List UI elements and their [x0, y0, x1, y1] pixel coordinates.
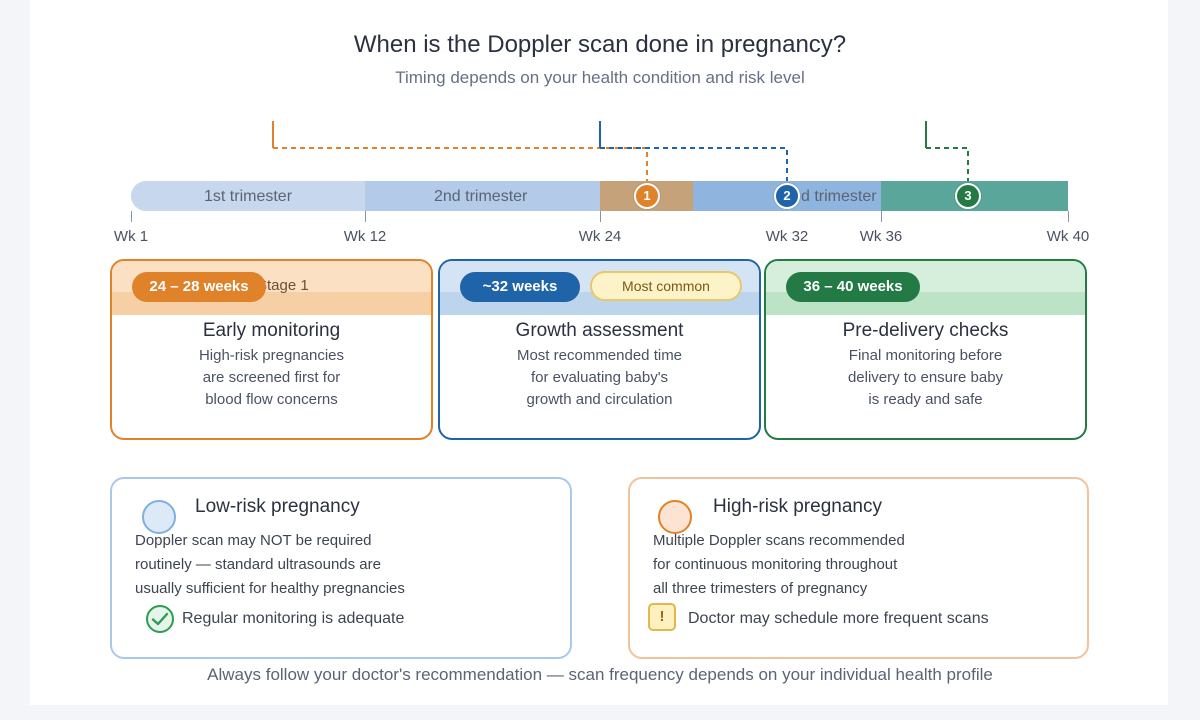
most-common-badge: Most common	[590, 271, 742, 301]
connector-lines	[272, 121, 969, 182]
label-trimester-3: d trimester	[801, 188, 877, 205]
risk-desc: Doppler scan may NOT be required routine…	[135, 532, 405, 597]
stage-title: Pre-delivery checks	[842, 320, 1009, 341]
bar-trimester-2	[365, 181, 600, 211]
tick-label-wk1: Wk 1	[113, 228, 149, 245]
tick-label-wk24: Wk 24	[578, 228, 622, 245]
stage-card-predelivery: 36 – 40 weeks Pre-delivery checks Final …	[764, 259, 1087, 440]
marker-1: 1	[634, 183, 660, 209]
stage-pill: 24 – 28 weeks	[132, 272, 266, 302]
tick-wk36	[881, 211, 882, 222]
bar-trimester-1	[131, 181, 365, 211]
tick-label-wk36: Wk 36	[859, 228, 903, 245]
alert-circle-icon	[658, 500, 692, 534]
risk-desc: Multiple Doppler scans recommended for c…	[653, 532, 905, 597]
tick-label-wk32: Wk 32	[765, 228, 809, 245]
stage-pill: 36 – 40 weeks	[786, 272, 920, 302]
stage-title: Growth assessment	[515, 320, 684, 341]
marker-2: 2	[774, 183, 800, 209]
warning-icon: !	[648, 603, 676, 631]
page-title: When is the Doppler scan done in pregnan…	[353, 31, 847, 58]
tick-label-wk40: Wk 40	[1046, 228, 1090, 245]
risk-title: High-risk pregnancy	[713, 496, 882, 517]
marker-3: 3	[955, 183, 981, 209]
stage-title: Early monitoring	[202, 320, 341, 341]
check-icon	[146, 605, 174, 633]
label-trimester-2: 2nd trimester	[434, 188, 528, 205]
risk-card-low: Low-risk pregnancy Doppler scan may NOT …	[110, 477, 572, 659]
page-subtitle: Timing depends on your health condition …	[395, 68, 805, 87]
stage-card-early: Stage 1 24 – 28 weeks Early monitoring H…	[110, 259, 433, 440]
info-icon	[142, 500, 176, 534]
label-trimester-1: 1st trimester	[204, 188, 293, 205]
tick-wk1	[131, 211, 132, 222]
footer-note: Always follow your doctor's recommendati…	[207, 665, 993, 684]
risk-card-high: High-risk pregnancy Multiple Doppler sca…	[628, 477, 1089, 659]
connector-stage3	[925, 121, 969, 182]
stage-desc: Most recommended time for evaluating bab…	[516, 347, 683, 408]
stage-desc: Final monitoring before delivery to ensu…	[847, 347, 1004, 408]
risk-note: Regular monitoring is adequate	[182, 610, 405, 627]
connector-stage2	[599, 121, 788, 182]
tick-wk24	[600, 211, 601, 222]
risk-title: Low-risk pregnancy	[195, 496, 360, 517]
stage-card-growth: ~32 weeks Most common Growth assessment …	[438, 259, 761, 440]
stage-pill: ~32 weeks	[460, 272, 580, 302]
risk-note: Doctor may schedule more frequent scans	[688, 610, 989, 627]
connector-stage1	[272, 121, 648, 182]
tick-wk12	[365, 211, 366, 222]
tick-label-wk12: Wk 12	[343, 228, 387, 245]
stage-desc: High-risk pregnancies are screened first…	[198, 347, 345, 408]
tick-wk40	[1068, 211, 1069, 222]
stage-tag: Stage 1	[257, 277, 309, 294]
